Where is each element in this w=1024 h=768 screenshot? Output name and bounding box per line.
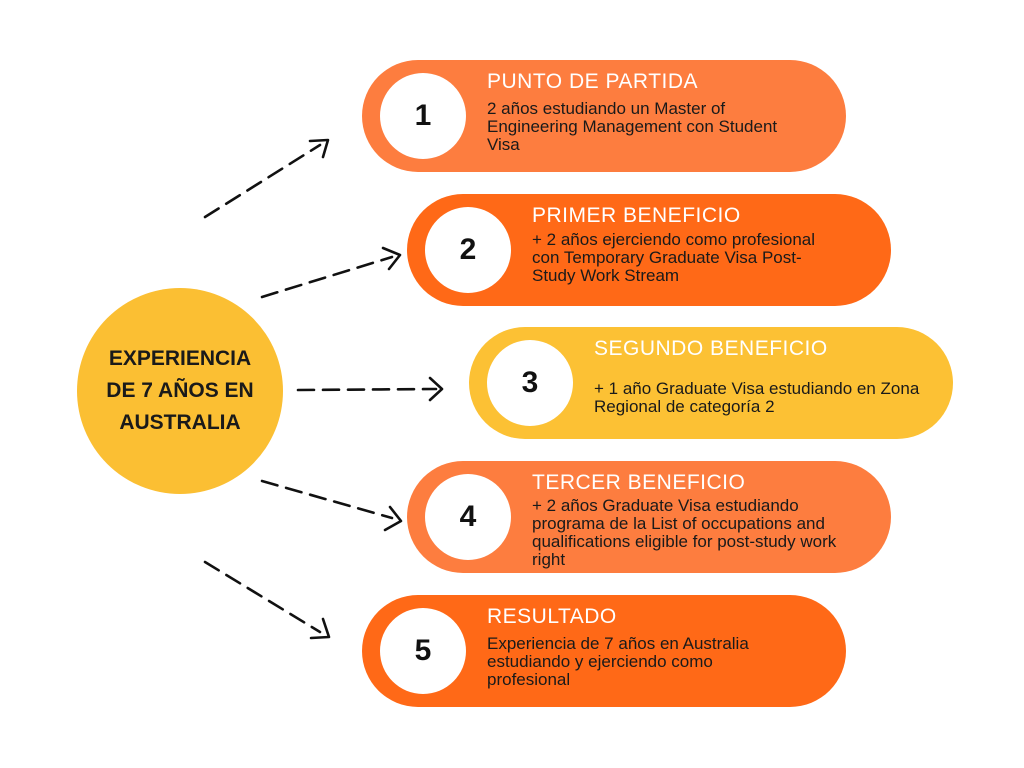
arrow-5-shaft xyxy=(203,560,322,634)
step-4-title: TERCER BENEFICIO xyxy=(532,471,746,494)
arrow-4 xyxy=(260,479,403,532)
step-5-description: Experiencia de 7 años en Australia estud… xyxy=(487,634,749,689)
step-4-pill: 4 TERCER BENEFICIO + 2 años Graduate Vis… xyxy=(407,461,891,573)
arrow-5 xyxy=(203,560,331,640)
step-2-number: 2 xyxy=(425,207,511,293)
arrow-1 xyxy=(203,138,330,219)
step-3-description: + 1 año Graduate Visa estudiando en Zona… xyxy=(594,379,920,416)
step-2-description: + 2 años ejerciendo como profesional con… xyxy=(532,230,816,285)
arrow-2 xyxy=(260,246,402,299)
arrow-1-head xyxy=(308,138,330,159)
arrow-3-shaft xyxy=(296,387,438,392)
step-5-title: RESULTADO xyxy=(487,605,617,628)
arrow-2-shaft xyxy=(260,255,394,299)
step-4-description: + 2 años Graduate Visa estudiando progra… xyxy=(532,496,837,569)
arrow-2-head xyxy=(381,246,402,271)
step-4-number: 4 xyxy=(425,474,511,560)
step-5-number: 5 xyxy=(380,608,466,694)
step-3-title: SEGUNDO BENEFICIO xyxy=(594,337,828,360)
arrow-3 xyxy=(296,376,444,402)
step-1-number: 1 xyxy=(380,73,466,159)
arrow-4-head xyxy=(383,505,403,532)
step-1-title: PUNTO DE PARTIDA xyxy=(487,70,699,93)
step-2-pill: 2 PRIMER BENEFICIO + 2 años ejerciendo c… xyxy=(407,194,891,306)
hub-label: EXPERIENCIA DE 7 AÑOS EN AUSTRALIA xyxy=(106,347,254,434)
step-2-title: PRIMER BENEFICIO xyxy=(532,204,741,227)
step-3-number: 3 xyxy=(487,340,573,426)
arrow-5-head xyxy=(309,617,331,640)
arrow-3-head xyxy=(428,376,444,402)
arrow-1-shaft xyxy=(203,143,322,219)
step-1-pill: 1 PUNTO DE PARTIDA 2 años estudiando un … xyxy=(362,60,846,172)
arrow-4-shaft xyxy=(260,479,394,520)
step-1-description: 2 años estudiando un Master of Engineeri… xyxy=(487,99,778,154)
step-3-pill: 3 SEGUNDO BENEFICIO + 1 año Graduate Vis… xyxy=(469,327,953,439)
hub-circle: EXPERIENCIA DE 7 AÑOS EN AUSTRALIA xyxy=(77,288,283,494)
step-5-pill: 5 RESULTADO Experiencia de 7 años en Aus… xyxy=(362,595,846,707)
